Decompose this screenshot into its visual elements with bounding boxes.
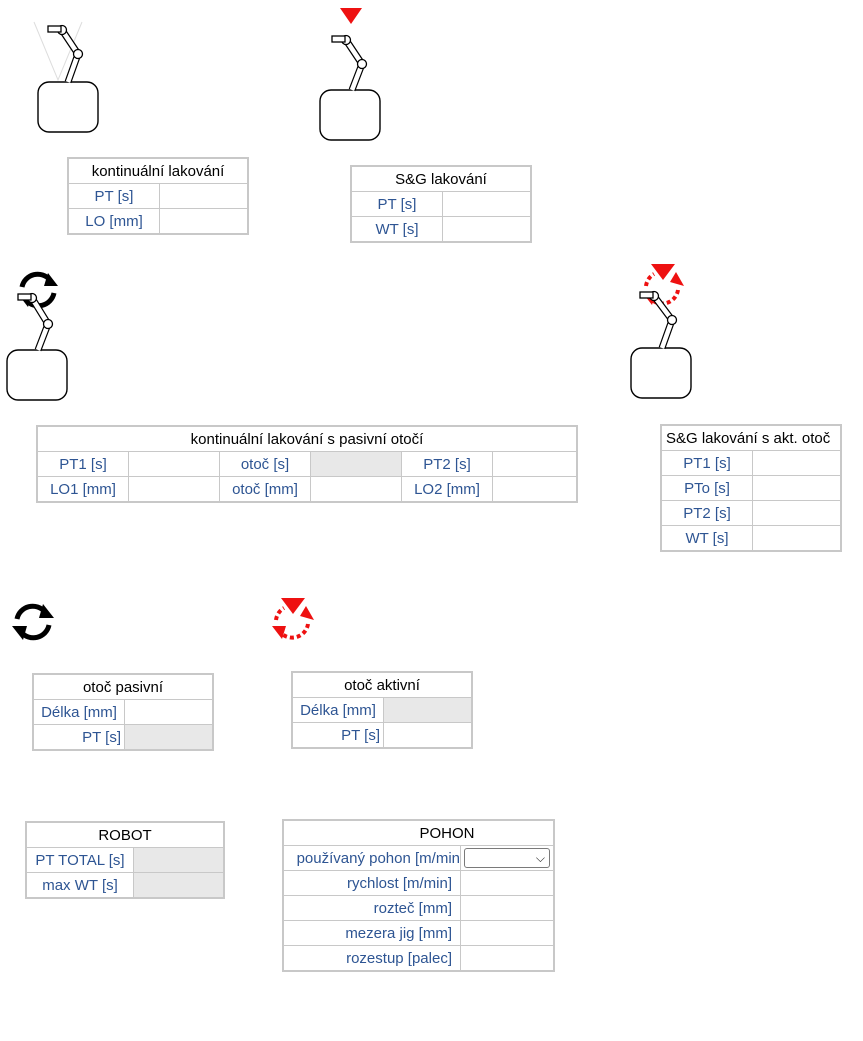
robot-summary-table: ROBOT PT TOTAL [s] max WT [s] bbox=[25, 821, 225, 899]
continuous-passive-title: kontinuální lakování s pasivní otočí bbox=[36, 425, 578, 452]
continuous-lo-field[interactable] bbox=[159, 208, 249, 235]
jig-gap-field[interactable] bbox=[460, 920, 555, 946]
stop-go-pt-field[interactable] bbox=[442, 191, 532, 217]
stop-go-pt-label: PT [s] bbox=[350, 191, 443, 217]
drive-select-label: používaný pohon [m/min bbox=[282, 845, 461, 871]
passive-rotation-table: otoč pasivní Délka [mm] PT [s] bbox=[32, 673, 214, 751]
continuous-passive-rotation-table: kontinuální lakování s pasivní otočí PT1… bbox=[36, 425, 578, 503]
continuous-painting-title: kontinuální lakování bbox=[67, 157, 249, 184]
lo2-field[interactable] bbox=[492, 476, 578, 503]
active-rotation-title: otoč aktivní bbox=[291, 671, 473, 698]
pt2-label: PT2 [s] bbox=[401, 451, 493, 477]
rotation-length-field[interactable] bbox=[310, 476, 402, 503]
drive-table: POHON používaný pohon [m/min ⌵ rychlost … bbox=[282, 819, 555, 972]
robot-arm-with-rotation-icon bbox=[6, 271, 68, 401]
pitch-field[interactable] bbox=[460, 895, 555, 921]
stop-go-painting-table: S&G lakování PT [s] WT [s] bbox=[350, 165, 532, 243]
lo1-label: LO1 [mm] bbox=[36, 476, 129, 503]
robot-title: ROBOT bbox=[25, 821, 225, 848]
robot-arm-with-spray-cone-icon bbox=[33, 21, 99, 133]
rotation-time-label: otoč [s] bbox=[219, 451, 311, 477]
active-pt-label: PT [s] bbox=[291, 722, 384, 749]
stop-go-wt-label: WT [s] bbox=[350, 216, 443, 243]
active-pt-field[interactable] bbox=[383, 722, 473, 749]
active-length-field bbox=[383, 697, 473, 723]
pt-total-field bbox=[133, 847, 225, 873]
sg-active-pt2-label: PT2 [s] bbox=[660, 500, 753, 526]
drive-title: POHON bbox=[282, 819, 555, 846]
pt2-field[interactable] bbox=[492, 451, 578, 477]
passive-length-label: Délka [mm] bbox=[32, 699, 125, 725]
passive-rotation-title: otoč pasivní bbox=[32, 673, 214, 700]
rotation-arrows-icon bbox=[12, 603, 54, 641]
spacing-label: rozestup [palec] bbox=[282, 945, 461, 972]
pt1-field[interactable] bbox=[128, 451, 220, 477]
rotation-length-label: otoč [mm] bbox=[219, 476, 311, 503]
continuous-painting-table: kontinuální lakování PT [s] LO [mm] bbox=[67, 157, 249, 235]
sg-active-wt-field[interactable] bbox=[752, 525, 842, 552]
continuous-pt-label: PT [s] bbox=[67, 183, 160, 209]
active-rotation-table: otoč aktivní Délka [mm] PT [s] bbox=[291, 671, 473, 749]
max-wt-label: max WT [s] bbox=[25, 872, 134, 899]
drive-select-cell: ⌵ bbox=[460, 845, 555, 871]
continuous-pt-field[interactable] bbox=[159, 183, 249, 209]
pt-total-label: PT TOTAL [s] bbox=[25, 847, 134, 873]
chevron-down-icon: ⌵ bbox=[535, 851, 545, 865]
robot-arm-with-active-rotation-icon bbox=[630, 264, 692, 399]
stop-go-wt-field[interactable] bbox=[442, 216, 532, 243]
sg-active-pt1-field[interactable] bbox=[752, 450, 842, 476]
pt1-label: PT1 [s] bbox=[36, 451, 129, 477]
robot-arm-with-stop-marker-icon bbox=[319, 8, 381, 141]
active-rotation-arrows-icon bbox=[272, 598, 314, 640]
pitch-label: rozteč [mm] bbox=[282, 895, 461, 921]
stop-go-active-title: S&G lakování s akt. otoč bbox=[660, 424, 842, 451]
sg-active-pto-field[interactable] bbox=[752, 475, 842, 501]
max-wt-field bbox=[133, 872, 225, 899]
sg-active-wt-label: WT [s] bbox=[660, 525, 753, 552]
spacing-field[interactable] bbox=[460, 945, 555, 972]
sg-active-pt1-label: PT1 [s] bbox=[660, 450, 753, 476]
sg-active-pt2-field[interactable] bbox=[752, 500, 842, 526]
stop-go-active-rotation-table: S&G lakování s akt. otoč PT1 [s] PTo [s]… bbox=[660, 424, 842, 552]
passive-length-field[interactable] bbox=[124, 699, 214, 725]
sg-active-pto-label: PTo [s] bbox=[660, 475, 753, 501]
continuous-lo-label: LO [mm] bbox=[67, 208, 160, 235]
passive-pt-field bbox=[124, 724, 214, 751]
speed-label: rychlost [m/min] bbox=[282, 870, 461, 896]
rotation-time-field bbox=[310, 451, 402, 477]
speed-field[interactable] bbox=[460, 870, 555, 896]
lo2-label: LO2 [mm] bbox=[401, 476, 493, 503]
drive-select[interactable]: ⌵ bbox=[464, 848, 550, 868]
stop-go-title: S&G lakování bbox=[350, 165, 532, 192]
active-length-label: Délka [mm] bbox=[291, 697, 384, 723]
lo1-field[interactable] bbox=[128, 476, 220, 503]
jig-gap-label: mezera jig [mm] bbox=[282, 920, 461, 946]
passive-pt-label: PT [s] bbox=[32, 724, 125, 751]
